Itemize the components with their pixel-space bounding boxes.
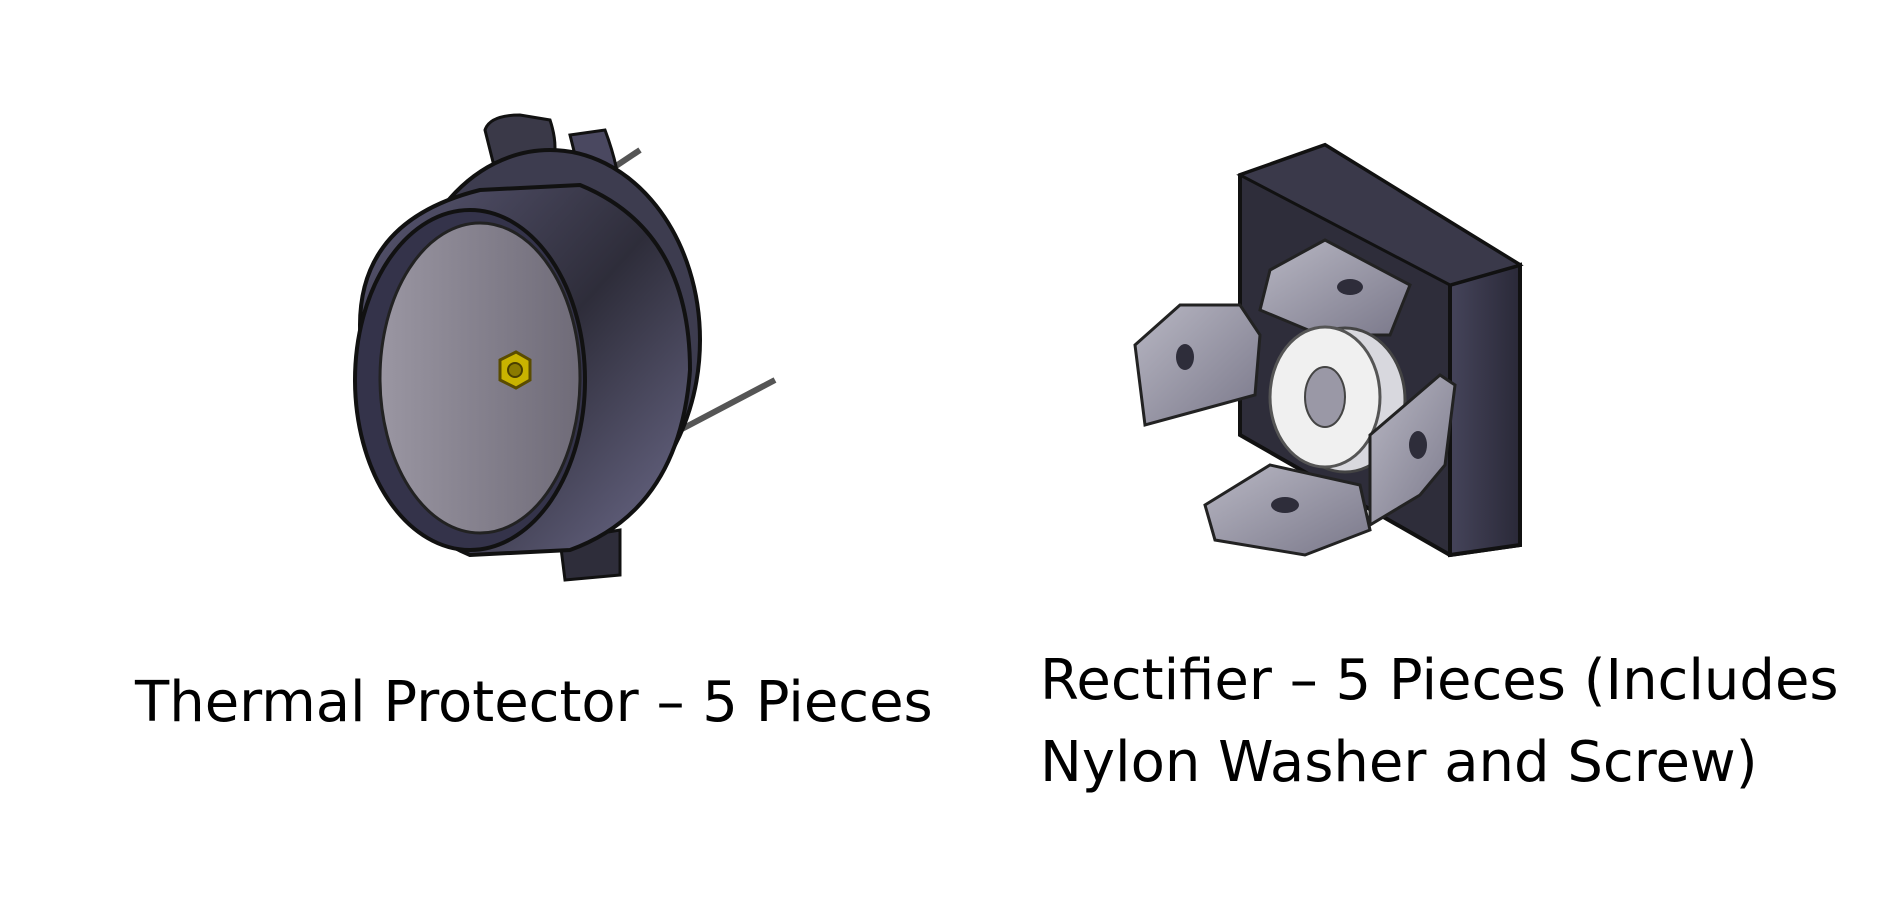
rectifier-caption: Rectifier – 5 Pieces (Includes Nylon Was…	[1040, 640, 1839, 804]
rectifier-caption-line1: Rectifier – 5 Pieces (Includes	[1040, 648, 1839, 713]
thermal-protector-illustration	[320, 110, 790, 582]
rectifier-caption-line2: Nylon Washer and Screw)	[1040, 730, 1758, 795]
rectifier-illustration	[1120, 135, 1560, 575]
thermal-protector-icon	[353, 113, 777, 582]
rectifier-icon	[1133, 142, 1524, 558]
thermal-protector-caption: Thermal Protector – 5 Pieces	[135, 670, 933, 735]
